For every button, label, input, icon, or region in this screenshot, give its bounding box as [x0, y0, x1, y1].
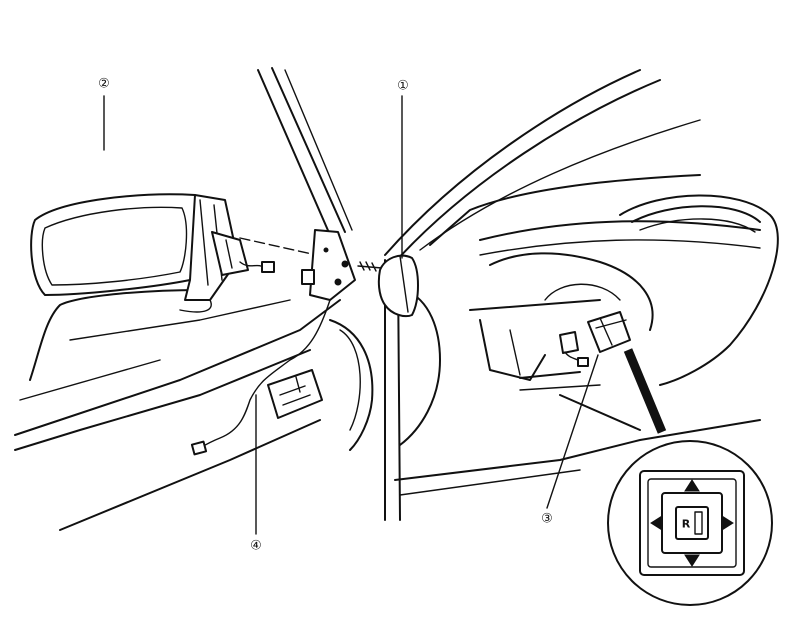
- door-handle: [267, 369, 323, 419]
- callout-1: ①: [397, 79, 409, 94]
- mirror-harness: [190, 299, 331, 456]
- leader-3: [546, 354, 599, 509]
- door-mirror: [30, 193, 275, 313]
- arrow-left-icon: [650, 515, 663, 531]
- callout-3: ③: [541, 512, 553, 527]
- arrow-down-icon: [684, 554, 700, 567]
- mirror-bracket: [301, 229, 356, 301]
- switch-r-label: R: [682, 518, 691, 531]
- car-body: [14, 67, 779, 531]
- switch-detail: R: [607, 440, 773, 606]
- arrow-up-icon: [684, 479, 700, 492]
- arrow-right-icon: [721, 515, 734, 531]
- callout-2: ②: [98, 77, 110, 92]
- mirror-mount-cover: [357, 254, 419, 318]
- mirror-control-switch: [559, 311, 667, 434]
- callout-4: ④: [250, 539, 262, 554]
